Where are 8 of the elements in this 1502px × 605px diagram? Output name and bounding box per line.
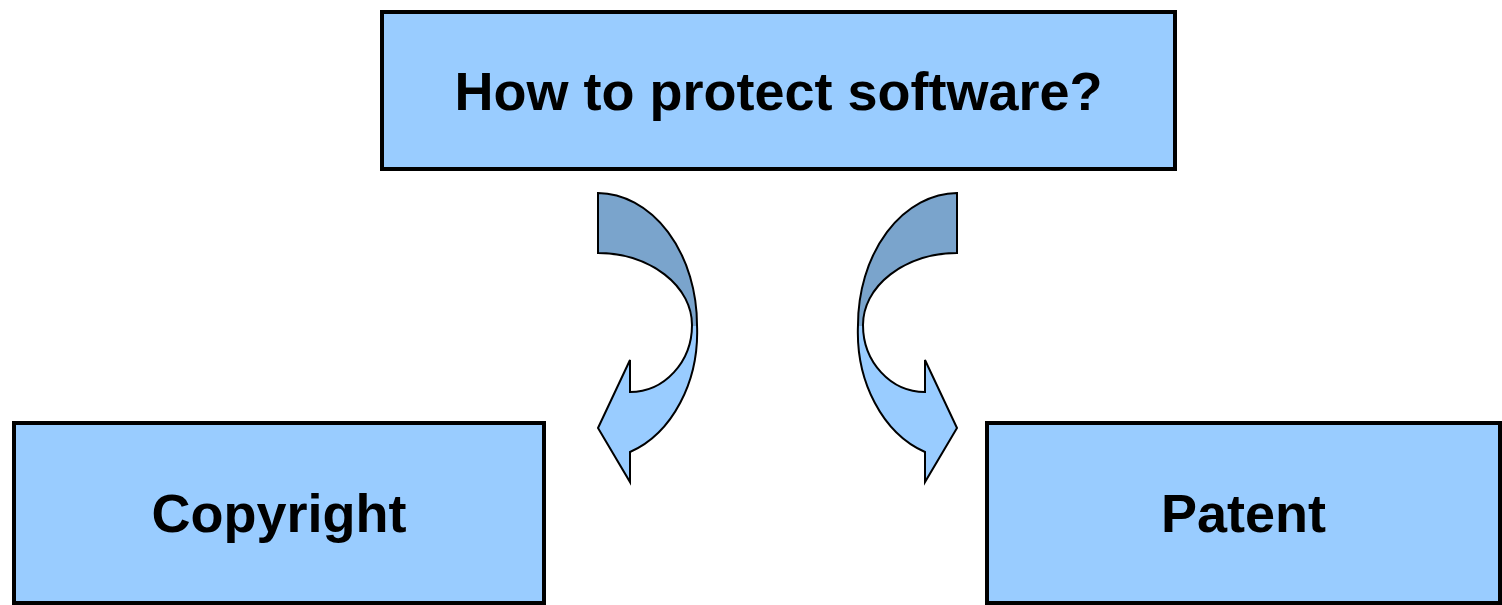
box-label: Patent (1160, 482, 1326, 544)
box-label: How to protect software? (454, 59, 1103, 122)
process-box (12, 421, 546, 605)
process-box (380, 10, 1177, 171)
curved-arrow (857, 192, 958, 483)
curved-arrow (597, 192, 698, 483)
box-label: Copyright (151, 482, 407, 544)
process-box (985, 421, 1502, 605)
